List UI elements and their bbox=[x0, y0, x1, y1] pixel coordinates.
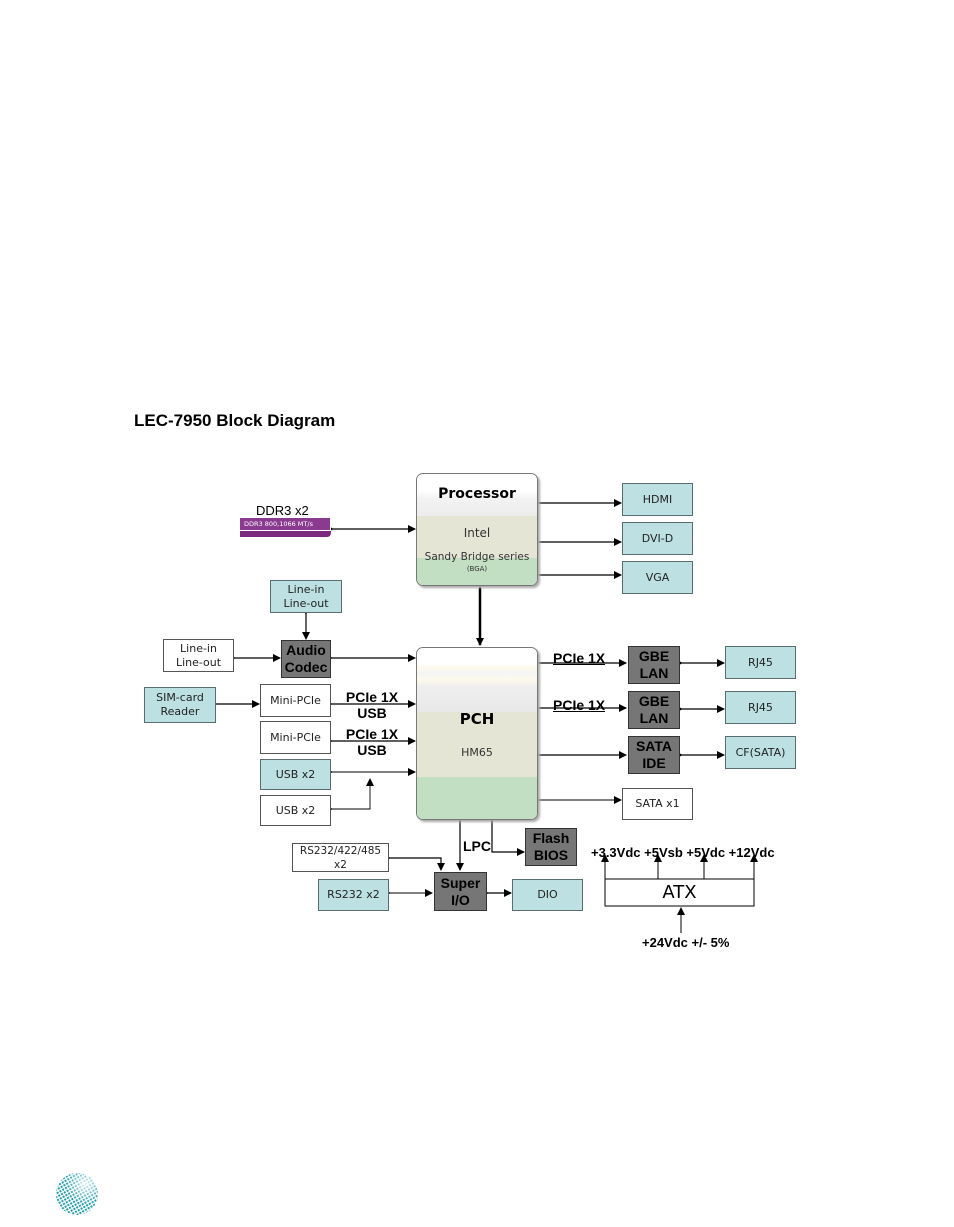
ddr-module: DDR3 800,1066 MT/s bbox=[240, 518, 331, 537]
processor-heading: Processor bbox=[438, 486, 516, 502]
usb2-link bbox=[325, 778, 374, 813]
power-rails: +3.3Vdc +5Vsb +5Vdc +12Vdc bbox=[591, 845, 775, 860]
usb-port-2: USB x2 bbox=[260, 795, 331, 826]
usb-port-1: USB x2 bbox=[260, 759, 331, 790]
processor-vendor: Intel bbox=[463, 526, 491, 540]
flash-link bbox=[488, 815, 525, 856]
atx-box bbox=[604, 878, 755, 907]
bus-underline-2 bbox=[553, 711, 605, 712]
rj45-port-1: RJ45 bbox=[725, 646, 796, 679]
bus-label-minipcie-2: PCIe 1X USB bbox=[345, 726, 399, 758]
lpc-label: LPC bbox=[463, 838, 491, 854]
bus-label-lan-2: PCIe 1X bbox=[553, 697, 606, 713]
rs232multi-link bbox=[383, 854, 445, 871]
cf-sata-slot: CF(SATA) bbox=[725, 736, 796, 769]
processor-chip: Processor Intel Sandy Bridge series (BGA… bbox=[416, 473, 538, 586]
pch-chip: PCH HM65 bbox=[416, 647, 538, 820]
pch-model: HM65 bbox=[461, 746, 493, 759]
page-title: LEC-7950 Block Diagram bbox=[134, 411, 336, 430]
company-logo-icon bbox=[56, 1173, 98, 1215]
gbe-lan-1: GBE LAN bbox=[628, 646, 680, 684]
hdmi-port: HDMI bbox=[622, 483, 693, 516]
bus-underline-1 bbox=[553, 664, 605, 665]
processor-package: (BGA) bbox=[466, 565, 488, 573]
audio-codec: Audio Codec bbox=[281, 640, 331, 678]
power-input: +24Vdc +/- 5% bbox=[642, 935, 730, 950]
rj45-port-2: RJ45 bbox=[725, 691, 796, 724]
mini-pcie-slot-2: Mini-PCIe bbox=[260, 721, 331, 754]
ddr-label: DDR3 x2 bbox=[256, 503, 309, 518]
super-io: Super I/O bbox=[434, 872, 487, 911]
audio-line-port-top: Line-in Line-out bbox=[270, 580, 342, 613]
dio-port: DIO bbox=[512, 879, 583, 911]
gbe-lan-2: GBE LAN bbox=[628, 691, 680, 729]
pch-heading: PCH bbox=[459, 710, 495, 728]
processor-series: Sandy Bridge series bbox=[424, 551, 530, 563]
sata-ide-controller: SATA IDE bbox=[628, 736, 680, 774]
rs232-422-485-port: RS232/422/485 x2 bbox=[292, 843, 389, 872]
bus-label-lan-1: PCIe 1X bbox=[553, 650, 606, 666]
bus-label-minipcie-1: PCIe 1X USB bbox=[345, 689, 399, 721]
flash-bios: Flash BIOS bbox=[525, 828, 577, 866]
ddr-spec: DDR3 800,1066 MT/s bbox=[240, 518, 331, 531]
mini-pcie-slot-1: Mini-PCIe bbox=[260, 684, 331, 717]
sim-card-reader: SIM-card Reader bbox=[144, 687, 216, 723]
audio-line-port-left: Line-in Line-out bbox=[163, 639, 234, 672]
dvi-port: DVI-D bbox=[622, 522, 693, 555]
rs232-port: RS232 x2 bbox=[318, 879, 389, 911]
vga-port: VGA bbox=[622, 561, 693, 594]
sata-port: SATA x1 bbox=[622, 788, 693, 820]
atx-label: ATX bbox=[662, 882, 697, 903]
